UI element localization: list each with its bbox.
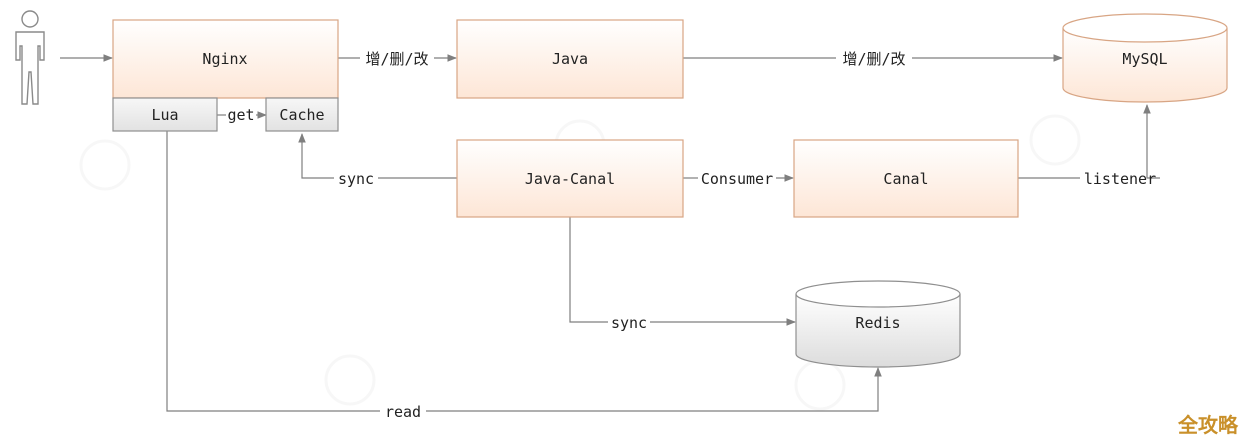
sync-to-cache-arrow xyxy=(298,133,334,179)
lua-label: Lua xyxy=(151,106,178,124)
edge-label-lua-cache: get xyxy=(227,106,254,124)
edge-label-read: read xyxy=(385,403,421,421)
cache-node: Cache xyxy=(265,97,339,132)
nginx-label: Nginx xyxy=(202,50,247,68)
redis-node: Redis xyxy=(795,280,961,368)
java-label: Java xyxy=(552,50,588,68)
java-canal-label: Java-Canal xyxy=(525,170,615,188)
edge-label-java-mysql: 增/删/改 xyxy=(842,50,905,68)
read-to-redis-arrow xyxy=(426,367,882,412)
lua-node: Lua xyxy=(112,97,218,132)
edge-label-consumer: Consumer xyxy=(701,170,773,188)
connectors xyxy=(166,131,1080,412)
canal-node: Canal xyxy=(793,139,1019,218)
edge-label-nginx-java: 增/删/改 xyxy=(365,50,428,68)
edge-label-listener: listener xyxy=(1084,170,1156,188)
mysql-node: MySQL xyxy=(1062,13,1228,103)
redis-label: Redis xyxy=(855,314,900,332)
java-node: Java xyxy=(456,19,684,99)
user-icon xyxy=(15,10,45,105)
java-canal-node: Java-Canal xyxy=(456,139,684,218)
mysql-label: MySQL xyxy=(1122,50,1167,68)
edge-label-sync-redis: sync xyxy=(611,314,647,332)
arrows xyxy=(60,54,1160,412)
edge-label-sync-cache: sync xyxy=(338,170,374,188)
canal-label: Canal xyxy=(883,170,928,188)
brand-mark: 全攻略 xyxy=(1177,413,1239,437)
cache-label: Cache xyxy=(279,106,324,124)
listener-to-mysql-arrow xyxy=(1143,104,1160,179)
nginx-node: Nginx xyxy=(112,19,339,99)
